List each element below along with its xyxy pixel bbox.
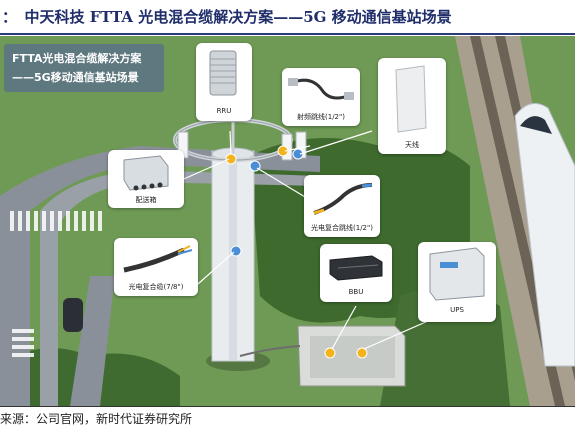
bbu-card: BBU: [320, 244, 392, 302]
hybrid-jumper-card: 光电复合跳线(1/2"): [304, 175, 380, 237]
rf-jumper-label: 射频跳线(1/2"): [297, 113, 345, 121]
distribution-box-label: 配送箱: [135, 196, 157, 204]
hybrid-cable-icon: [123, 245, 193, 273]
crosswalk: [10, 211, 102, 357]
ups-label: UPS: [450, 306, 464, 314]
train: [514, 103, 575, 367]
header: ： 中天科技 FTTA 光电混合缆解决方案——5G 移动通信基站场景: [0, 0, 575, 36]
hybrid-cable-card: 光电复合缆(7/8"): [114, 238, 198, 296]
rru-label: RRU: [216, 107, 232, 115]
ups-card: UPS: [418, 242, 496, 322]
title-line-2: ——5G移动通信基站场景: [12, 71, 139, 84]
jumper-cable-icon: [288, 78, 354, 100]
title-line-1: FTTA光电混合缆解决方案: [12, 52, 142, 65]
feeder-cable: [239, 345, 301, 357]
hybrid-jumper-icon: [313, 183, 373, 215]
hybrid-cable-label: 光电复合缆(7/8"): [128, 283, 184, 291]
tower-cable-trunk: [229, 151, 237, 361]
rru-card: RRU: [196, 43, 252, 121]
rru-icon: [209, 50, 237, 96]
page-title: ： 中天科技 FTTA 光电混合缆解决方案——5G 移动通信基站场景: [2, 8, 452, 26]
antenna-label: 天线: [405, 141, 419, 149]
source-note: 来源：公司官网，新时代证券研究所: [0, 412, 193, 426]
train-windshield: [520, 116, 552, 134]
bbu-icon: [329, 255, 383, 281]
bbu-label: BBU: [348, 288, 364, 296]
road: [70, 276, 115, 406]
ups-icon: [429, 247, 485, 301]
road-lane: [40, 170, 320, 406]
distribution-box-icon: [123, 155, 169, 191]
antenna-card: 天线: [378, 58, 446, 154]
shelter-floor: [310, 336, 395, 378]
diagram-title-card: FTTA光电混合缆解决方案 ——5G移动通信基站场景: [4, 44, 164, 92]
footer-rule: [0, 406, 575, 407]
car: [63, 298, 83, 332]
antenna-icon: [395, 65, 427, 133]
rf-jumper-card: 射频跳线(1/2"): [282, 68, 360, 126]
distribution-box-card: 配送箱: [108, 150, 184, 208]
hybrid-jumper-label: 光电复合跳线(1/2"): [311, 224, 373, 232]
header-rule: [0, 33, 575, 35]
